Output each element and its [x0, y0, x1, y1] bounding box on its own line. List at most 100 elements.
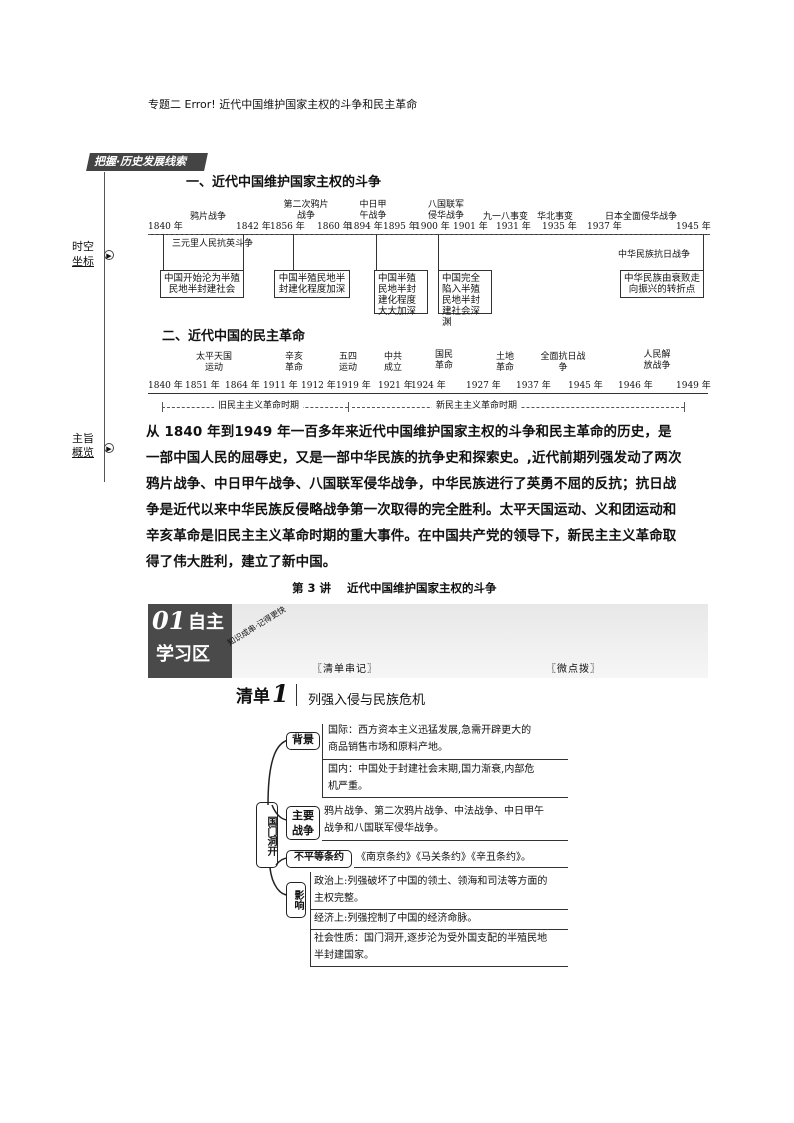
divider [322, 840, 568, 841]
year-label: 1911 年 [263, 381, 298, 391]
period-label: 新民主主义革命时期 [432, 401, 522, 412]
timeline-axis-2 [148, 393, 708, 394]
event-label: 第二次鸦片战争 [283, 200, 329, 221]
play-icon: ▶ [104, 250, 114, 260]
banner-tab[interactable]: 〖微点拨〗 [546, 664, 601, 675]
note-box: 中国半殖民地半封建化程度加深 [274, 270, 350, 298]
year-label: 1842 年 [236, 222, 271, 232]
event-label: 中日甲午战争 [359, 200, 387, 221]
year-label: 1860 年 [317, 222, 352, 232]
section-badge: 把握·历史发展线索 [94, 155, 187, 168]
treaties-text: 《南京条约》《马关条约》《辛丑条约》。 [356, 852, 531, 863]
event-label: 中华民族抗日战争 [618, 250, 691, 260]
lesson-title: 第 3 讲 近代中国维护国家主权的斗争 [292, 581, 497, 595]
page-header: 专题二 Error! 近代中国维护国家主权的斗争和民主革命 [148, 98, 418, 111]
divider [322, 759, 568, 760]
event-label: 太平天国运动 [196, 352, 233, 373]
year-label: 1840 年 [148, 381, 183, 391]
note-box: 中国完全陷入半殖民地半封建社会深渊 [438, 270, 492, 328]
wars-line1: 鸦片战争、第二次鸦片战争、中法战争、中日甲午 [324, 806, 544, 817]
banner-tab[interactable]: 〖清单串记〗 [312, 664, 378, 675]
year-label: 1937 年 [587, 222, 622, 232]
tick [376, 234, 377, 270]
note-box: 中国半殖民地半封建化程度大大加深 [374, 270, 428, 317]
year-label: 1927 年 [466, 381, 501, 391]
bg-intl-line2: 商品销售市场和原料产地。 [328, 742, 448, 753]
period-bracket-end [162, 402, 163, 412]
impact-line2: 经济上:列强控制了中国的经济命脉。 [314, 913, 478, 924]
year-label: 1935 年 [542, 222, 577, 232]
impact-line3: 社会性质：国门洞开,逐步沦为受外国支配的半殖民地 [314, 933, 548, 944]
year-label: 1937 年 [516, 381, 551, 391]
tick [438, 234, 439, 270]
event-label: 五四运动 [338, 352, 357, 373]
event-label: 日本全面侵华战争 [605, 212, 678, 222]
wars-line2: 战争和八国联军侵华战争。 [324, 823, 444, 834]
event-label: 国民革命 [434, 350, 453, 371]
summary-line: 从 1840 年到1949 年一百多年来近代中国维护国家主权的斗争和民主革命的历… [146, 424, 672, 440]
branch-background: 背景 [286, 732, 320, 750]
timeline-axis-dash [148, 234, 710, 235]
tick [703, 234, 704, 270]
branch-treaties: 不平等条约 [286, 850, 352, 868]
bg-dom-line2: 机严重。 [328, 781, 368, 792]
year-label: 1840 年 [148, 222, 183, 232]
banner-line2: 学习区 [156, 644, 210, 665]
year-label: 1919 年 [336, 381, 371, 391]
divider [354, 867, 568, 868]
event-label: 华北事变 [537, 212, 574, 222]
year-label: 1901 年 [453, 222, 488, 232]
mindmap-root: 国门洞开 [256, 802, 278, 868]
part2-title: 二、近代中国的民主革命 [162, 329, 306, 344]
summary-line: 鸦片战争、中日甲午战争、八国联军侵华战争，中华民族进行了英勇不屈的反抗；抗日战 [146, 476, 677, 492]
year-label: 1924 年 [411, 381, 446, 391]
divider [310, 966, 568, 967]
branch-wars: 主要战争 [286, 806, 320, 840]
event-label: 全面抗日战争 [540, 352, 586, 373]
event-label: 辛亥革命 [284, 352, 303, 373]
bg-dom-line1: 国内：中国处于封建社会末期,国力渐衰,内部危 [328, 764, 535, 775]
summary-line: 得了伟大胜利，建立了新中国。 [146, 554, 337, 570]
banner [148, 604, 708, 678]
year-label: 1895 年 [383, 222, 418, 232]
checklist-divider [296, 684, 297, 706]
tick [293, 234, 294, 270]
note-box: 中华民族由衰败走向振兴的转折点 [620, 270, 704, 298]
summary-line: 辛亥革命是旧民主主义革命时期的重大事件。在中国共产党的领导下，新民主主义革命取 [146, 528, 677, 544]
year-label: 1949 年 [676, 381, 711, 391]
event-label: 三元里人民抗英斗争 [172, 239, 254, 249]
event-label: 土地革命 [495, 352, 514, 373]
tick [163, 234, 164, 270]
bg-intl-line1: 国际：西方资本主义迅猛发展,急需开辟更大的 [328, 725, 532, 736]
divider [310, 929, 568, 930]
side-label-overview-1: 主旨 [72, 432, 94, 445]
banner-number: 01 [152, 606, 186, 635]
year-label: 1894 年 [348, 222, 383, 232]
year-label: 1900 年 [415, 222, 450, 232]
part1-title: 一、近代中国维护国家主权的斗争 [186, 175, 382, 190]
event-label: 鸦片战争 [190, 212, 227, 222]
tick [243, 234, 244, 284]
banner-line1: 自主 [188, 612, 224, 633]
event-label: 中共成立 [383, 352, 402, 373]
note-box: 中国开始沦为半殖民地半封建社会 [160, 270, 244, 298]
divider [322, 797, 568, 798]
banner-badge [148, 604, 232, 678]
year-label: 1946 年 [618, 381, 653, 391]
impact-line1: 政治上:列强破坏了中国的领土、领海和司法等方面的 [314, 876, 548, 887]
year-label: 1856 年 [270, 222, 305, 232]
bracket-line [310, 872, 311, 966]
year-label: 1864 年 [225, 381, 260, 391]
side-label-timeline-1: 时空 [72, 240, 94, 253]
year-label: 1945 年 [676, 222, 711, 232]
year-label: 1912 年 [301, 381, 336, 391]
event-label: 人民解放战争 [643, 350, 671, 371]
year-label: 1931 年 [496, 222, 531, 232]
side-rule [104, 172, 105, 482]
year-label: 1921 年 [378, 381, 413, 391]
event-label: 九一八事变 [483, 212, 529, 222]
impact-line1b: 主权完整。 [314, 893, 364, 904]
side-label-timeline-2: 坐标 [72, 255, 94, 268]
year-label: 1851 年 [185, 381, 220, 391]
divider [310, 909, 568, 910]
